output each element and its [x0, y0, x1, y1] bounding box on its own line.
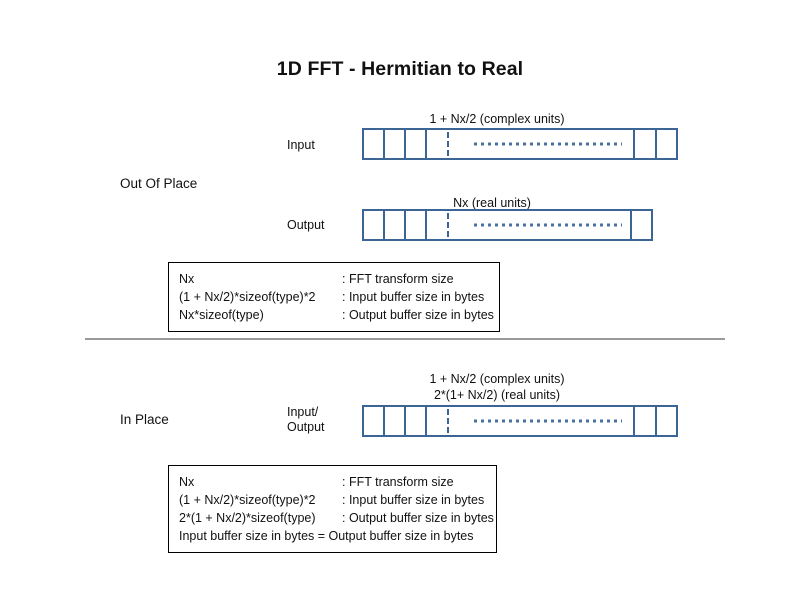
buffer-caption-ip-line1: 1 + Nx/2 (complex units) [429, 372, 565, 386]
cell-divider [425, 407, 427, 435]
page-title: 1D FFT - Hermitian to Real [276, 58, 524, 80]
cell-divider [633, 130, 635, 158]
buffer-caption-oop-output: Nx (real units) [453, 196, 531, 210]
cell-divider [383, 130, 385, 158]
legend-row: 2*(1 + Nx/2)*sizeof(type) : Output buffe… [179, 509, 494, 527]
legend-row: Nx*sizeof(type) : Output buffer size in … [179, 306, 494, 324]
legend-description: : FFT transform size [342, 272, 454, 286]
cell-divider [655, 130, 657, 158]
legend-description: : Output buffer size in bytes [342, 511, 494, 525]
dashed-divider [447, 132, 449, 156]
legend-term: (1 + Nx/2)*sizeof(type)*2 [179, 493, 316, 507]
legend-row: (1 + Nx/2)*sizeof(type)*2 : Input buffer… [179, 288, 490, 306]
cell-divider [425, 130, 427, 158]
section-label-out-of-place: Out Of Place [120, 176, 198, 191]
buffer-bar-oop-output [362, 209, 653, 241]
cell-divider [630, 211, 632, 239]
cell-divider [404, 407, 406, 435]
buffer-caption-oop-input: 1 + Nx/2 (complex units) [429, 112, 565, 126]
cell-divider [633, 407, 635, 435]
section-label-in-place: In Place [120, 412, 169, 427]
legend-box-in-place: Nx : FFT transform size (1 + Nx/2)*sizeo… [168, 465, 497, 553]
io-label-oop-output: Output [287, 218, 325, 232]
legend-term: 2*(1 + Nx/2)*sizeof(type) [179, 511, 316, 525]
buffer-caption-ip-line2: 2*(1+ Nx/2) (real units) [433, 388, 561, 402]
legend-row: Nx : FFT transform size [179, 270, 490, 288]
buffer-bar-oop-input [362, 128, 678, 160]
legend-note: Input buffer size in bytes = Output buff… [179, 529, 474, 543]
io-label-oop-input: Input [287, 138, 315, 152]
dashed-divider [447, 213, 449, 237]
cell-divider [383, 407, 385, 435]
buffer-cells-in-place [364, 407, 676, 435]
io-label-ip-input: Input/ [287, 405, 319, 419]
buffer-cells-oop-input [364, 130, 676, 158]
legend-description: : Input buffer size in bytes [342, 493, 485, 507]
buffer-cells-oop-output [364, 211, 651, 239]
cell-divider [404, 211, 406, 239]
legend-row: (1 + Nx/2)*sizeof(type)*2 : Input buffer… [179, 491, 487, 509]
ellipsis-dots [474, 419, 622, 423]
legend-row: Nx : FFT transform size [179, 473, 487, 491]
buffer-bar-in-place [362, 405, 678, 437]
cell-divider [383, 211, 385, 239]
ellipsis-dots [474, 223, 622, 227]
cell-divider [425, 211, 427, 239]
legend-description: : FFT transform size [342, 475, 454, 489]
ellipsis-dots [474, 142, 622, 146]
dashed-divider [447, 409, 449, 433]
section-separator [85, 338, 725, 340]
legend-description: : Input buffer size in bytes [342, 290, 485, 304]
legend-term: Nx [179, 272, 195, 286]
legend-term: Nx [179, 475, 195, 489]
cell-divider [655, 407, 657, 435]
legend-term: (1 + Nx/2)*sizeof(type)*2 [179, 290, 316, 304]
io-label-ip-output: Output [287, 420, 325, 434]
legend-box-out-of-place: Nx : FFT transform size (1 + Nx/2)*sizeo… [168, 262, 500, 332]
legend-description: : Output buffer size in bytes [342, 308, 494, 322]
legend-term: Nx*sizeof(type) [179, 308, 264, 322]
cell-divider [404, 130, 406, 158]
